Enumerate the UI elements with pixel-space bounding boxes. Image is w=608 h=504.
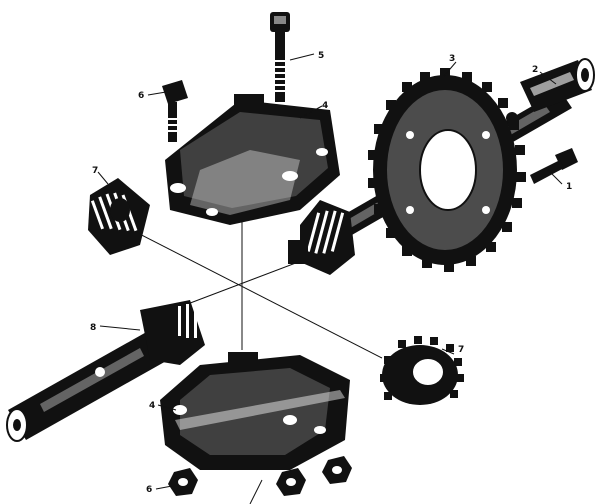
callout-4-bottom: 4 <box>149 401 155 411</box>
upper-housing-part-4 <box>165 94 340 225</box>
callout-6-top: 6 <box>138 91 144 101</box>
bevel-gear-center <box>288 200 355 275</box>
bolt-part-6-top <box>162 80 188 142</box>
callout-2: 2 <box>532 65 538 75</box>
nut-part-6-left <box>168 468 198 496</box>
bevel-gear-part-7-left <box>88 178 150 255</box>
input-shaft-part-8 <box>6 300 205 442</box>
sprocket-part-3 <box>368 68 526 272</box>
nut-part-6-center <box>276 468 306 496</box>
callout-4-top: 4 <box>322 101 328 111</box>
bolt-part-5 <box>270 12 290 102</box>
callout-7-left: 7 <box>92 166 98 176</box>
callout-7-right: 7 <box>458 345 464 355</box>
lower-housing-part-4 <box>160 352 350 470</box>
bolt-part-1 <box>530 148 578 184</box>
callout-3: 3 <box>449 54 455 64</box>
callout-6-bottom: 6 <box>146 485 152 495</box>
nut-part-6-right <box>322 456 352 484</box>
callout-5: 5 <box>318 51 324 61</box>
callouts: 1 2 3 4 5 6 7 8 7 4 6 <box>90 51 572 495</box>
leader-lines <box>97 53 563 504</box>
callout-8: 8 <box>90 323 96 333</box>
spur-gear-part-7-right <box>380 336 464 405</box>
callout-1: 1 <box>566 182 572 192</box>
